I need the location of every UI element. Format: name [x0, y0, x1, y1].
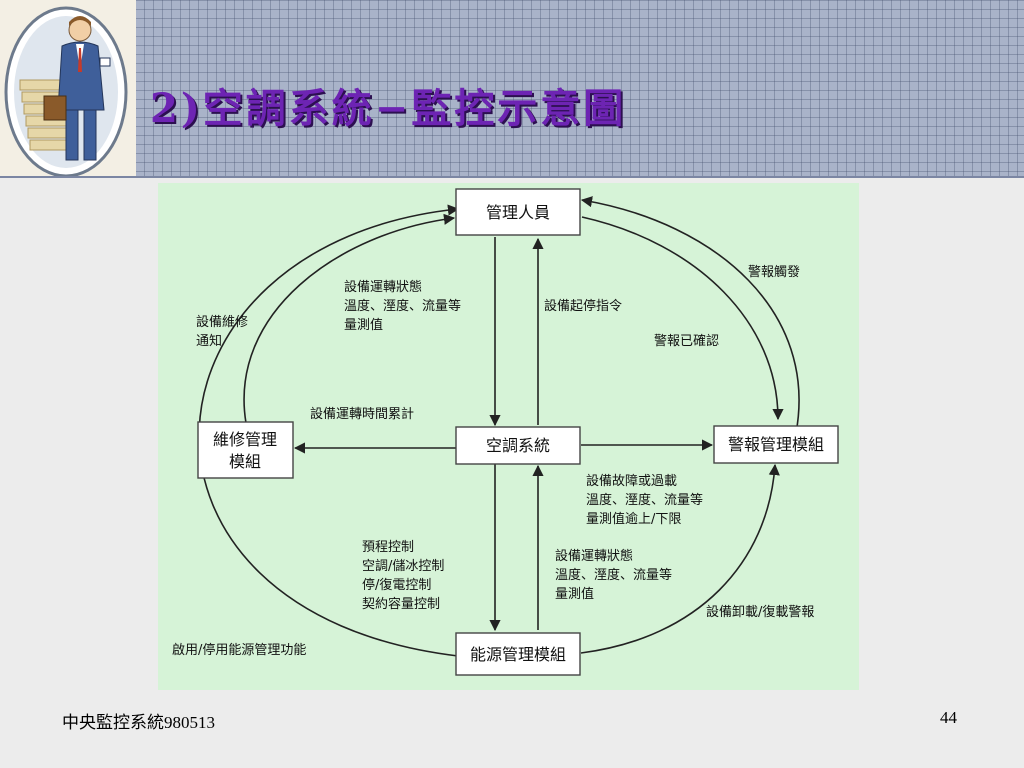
svg-text:空調系統: 空調系統 [486, 436, 550, 455]
page-number: 44 [940, 708, 957, 727]
svg-text:量測值逾上/下限: 量測值逾上/下限 [586, 511, 681, 527]
label-controls: 預程控制 空調/儲冰控制 停/復電控制 契約容量控制 [362, 540, 444, 612]
edge-alarm-to-manager [580, 196, 800, 434]
svg-text:通知: 通知 [196, 333, 222, 349]
label-energy-function: 啟用/停用能源管理功能 [172, 642, 306, 658]
svg-text:設備運轉狀態: 設備運轉狀態 [344, 279, 422, 295]
svg-text:管理人員: 管理人員 [486, 203, 550, 222]
header-divider [0, 176, 1024, 178]
svg-text:溫度、溼度、流量等: 溫度、溼度、流量等 [344, 298, 461, 314]
node-maintenance: 維修管理 模組 [197, 421, 294, 479]
label-load-shed-alarm: 設備卸載/復載警報 [706, 604, 814, 620]
svg-text:契約容量控制: 契約容量控制 [362, 596, 440, 612]
label-maintenance-notice: 設備維修 通知 [196, 314, 248, 349]
node-energy: 能源管理模組 [455, 632, 581, 676]
label-status-to-energy: 設備運轉狀態 溫度、溼度、流量等 量測值 [555, 548, 672, 602]
svg-text:預程控制: 預程控制 [362, 540, 414, 555]
svg-text:設備運轉狀態: 設備運轉狀態 [555, 548, 633, 564]
svg-text:維修管理: 維修管理 [213, 430, 277, 449]
slide-title: 2)空調系統−監控示意圖 [150, 85, 627, 132]
svg-text:設備維修: 設備維修 [196, 314, 248, 330]
svg-text:量測值: 量測值 [344, 317, 383, 333]
svg-text:能源管理模組: 能源管理模組 [470, 645, 566, 664]
node-hvac: 空調系統 [455, 426, 581, 465]
businessman-clipart [0, 0, 136, 178]
label-fault-overload: 設備故障或過載 溫度、溼度、流量等 量測值逾上/下限 [586, 473, 703, 527]
footer-text: 中央監控系統980513 [62, 713, 215, 732]
label-alarm-confirmed: 警報已確認 [654, 333, 719, 349]
label-command: 設備起停指令 [544, 298, 622, 314]
node-alarm: 警報管理模組 [713, 425, 839, 464]
edge-energy-to-alarm [580, 463, 780, 654]
header-banner [0, 0, 1024, 176]
svg-text:溫度、溼度、流量等: 溫度、溼度、流量等 [586, 492, 703, 508]
svg-text:模組: 模組 [229, 452, 261, 471]
label-status-to-manager: 設備運轉狀態 溫度、溼度、流量等 量測值 [344, 279, 461, 333]
node-manager: 管理人員 [455, 188, 581, 236]
label-alarm-trigger: 警報觸發 [748, 264, 800, 280]
label-runtime-total: 設備運轉時間累計 [310, 406, 414, 422]
edge-manager-to-alarm [581, 216, 784, 421]
svg-text:停/復電控制: 停/復電控制 [362, 577, 431, 593]
hvac-monitoring-diagram: 管理人員 維修管理 模組 空調系統 警報管理模組 能源管理模組 設備運轉狀態 溫… [158, 183, 859, 690]
svg-text:警報管理模組: 警報管理模組 [728, 435, 824, 454]
svg-text:空調/儲冰控制: 空調/儲冰控制 [362, 559, 444, 574]
edge-maintenance-to-manager [243, 213, 456, 424]
svg-text:設備故障或過載: 設備故障或過載 [586, 473, 677, 489]
svg-text:溫度、溼度、流量等: 溫度、溼度、流量等 [555, 567, 672, 583]
svg-text:量測值: 量測值 [555, 586, 594, 602]
